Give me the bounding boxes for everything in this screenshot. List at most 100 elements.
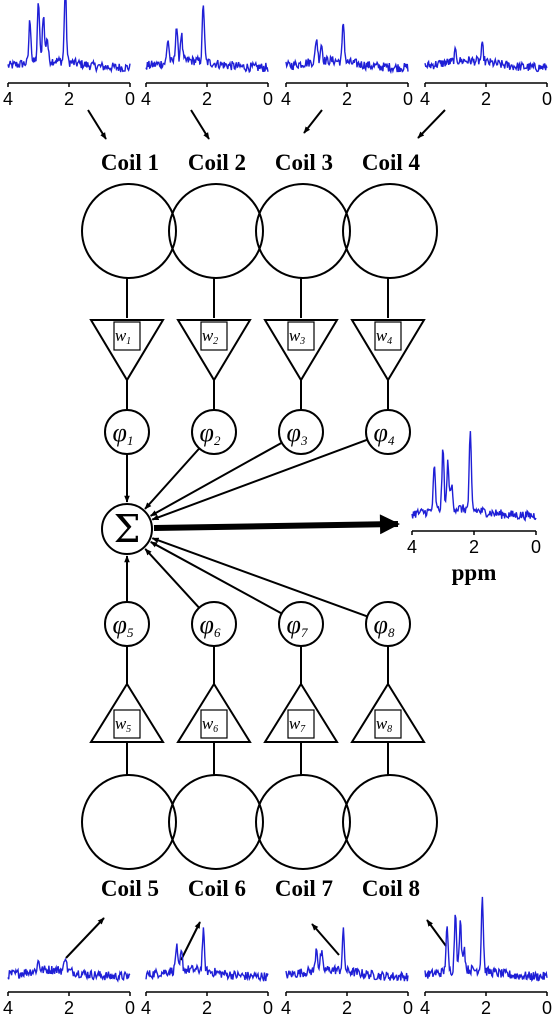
tick-label: 2 — [202, 89, 212, 109]
phase-node-2 — [191, 409, 237, 455]
output-axis-label: ppm — [452, 560, 497, 585]
coil-element-3 — [255, 183, 351, 279]
tick-label: 4 — [407, 537, 417, 557]
coil-element-5 — [81, 774, 177, 870]
connection-lines — [65, 109, 447, 961]
tick-label: 4 — [141, 998, 151, 1018]
diagram-nodes — [81, 183, 438, 870]
tick-label: 4 — [3, 998, 13, 1018]
tick-label: 4 — [420, 998, 430, 1018]
input-arrow-coil-4 — [417, 109, 446, 139]
spectrum-trace — [411, 431, 537, 522]
tick-label: 4 — [420, 89, 430, 109]
weight-label-6: w6 — [202, 714, 218, 735]
coil-element-6 — [168, 774, 264, 870]
coil-label-7: Coil 7 — [275, 876, 333, 901]
spectrum-trace — [285, 927, 409, 982]
input-arrow-coil-2 — [190, 109, 210, 140]
weight-box-7 — [287, 709, 315, 739]
tick-label: 2 — [342, 89, 352, 109]
phase-node-1 — [104, 409, 150, 455]
tick-label: 2 — [64, 89, 74, 109]
phase-node-5 — [104, 601, 150, 647]
coil-element-2 — [168, 183, 264, 279]
coil-element-4 — [342, 183, 438, 279]
phase-node-3 — [278, 409, 324, 455]
tick-label: 0 — [403, 998, 413, 1018]
phase-label-5: φ5 — [113, 610, 134, 640]
spectrum-combined: 4 2 0 — [407, 431, 541, 557]
weight-label-2: w2 — [202, 326, 218, 347]
coil-label-1: Coil 1 — [101, 150, 159, 175]
coil-label-4: Coil 4 — [362, 150, 421, 175]
tick-label: 2 — [481, 89, 491, 109]
weight-box-2 — [200, 321, 228, 351]
phase-label-4: φ4 — [374, 418, 395, 448]
tick-label: 0 — [531, 537, 541, 557]
weight-label-8: w8 — [376, 714, 392, 735]
tick-label: 0 — [542, 89, 552, 109]
phase-label-7: φ7 — [287, 610, 308, 640]
sum-symbol: Σ — [114, 507, 141, 551]
output-arrow — [153, 514, 400, 535]
weight-box-6 — [200, 709, 228, 739]
phase-label-8: φ8 — [374, 610, 395, 640]
coil-label-2: Coil 2 — [188, 150, 246, 175]
tick-label: 4 — [281, 998, 291, 1018]
phase-to-sum-arrow-3 — [149, 441, 283, 517]
phase-label-1: φ1 — [113, 418, 134, 448]
weight-box-1 — [113, 321, 141, 351]
input-arrow-coil-3 — [303, 109, 323, 134]
spectrum-trace — [7, 957, 131, 983]
spectrum-trace — [145, 5, 269, 74]
weight-box-4 — [374, 321, 402, 351]
tick-label: 0 — [263, 998, 273, 1018]
input-arrow-coil-5 — [65, 917, 105, 959]
coil-element-8 — [342, 774, 438, 870]
weight-box-3 — [287, 321, 315, 351]
spectrum-trace — [424, 41, 548, 73]
coil-label-6: Coil 6 — [188, 876, 246, 901]
phase-node-7 — [278, 601, 324, 647]
tick-label: 0 — [403, 89, 413, 109]
weight-label-4: w4 — [376, 326, 392, 347]
weight-label-7: w7 — [289, 714, 306, 735]
spectrum-coil-8: 4 2 0 — [420, 896, 552, 1018]
weight-box-8 — [374, 709, 402, 739]
input-arrow-coil-7 — [311, 923, 340, 956]
tick-label: 0 — [542, 998, 552, 1018]
tick-label: 2 — [64, 998, 74, 1018]
tick-label: 2 — [481, 998, 491, 1018]
phase-to-sum-arrow-6 — [144, 548, 200, 609]
coil-label-3: Coil 3 — [275, 150, 333, 175]
spectrum-coil-4: 4 2 0 — [420, 41, 552, 109]
spectrum-coil-5: 4 2 0 — [3, 957, 135, 1018]
tick-label: 2 — [469, 537, 479, 557]
weight-box-5 — [113, 709, 141, 739]
phase-to-sum-arrow-8 — [151, 537, 368, 618]
input-arrow-coil-6 — [180, 921, 201, 961]
spectrum-trace — [285, 23, 409, 75]
tick-label: 0 — [263, 89, 273, 109]
coil-label-8: Coil 8 — [362, 876, 420, 901]
input-arrow-coil-1 — [87, 109, 107, 140]
coil-label-5: Coil 5 — [101, 876, 159, 901]
weight-label-5: w5 — [115, 714, 131, 735]
tick-label: 0 — [125, 89, 135, 109]
phase-to-sum-arrow-7 — [150, 541, 283, 615]
spectrum-coil-1: 4 2 0 — [3, 0, 135, 109]
tick-label: 2 — [202, 998, 212, 1018]
phase-to-sum-arrow-4 — [151, 438, 368, 521]
phase-to-sum-arrow-2 — [144, 447, 201, 510]
phase-node-4 — [365, 409, 411, 455]
weight-label-1: w1 — [115, 326, 131, 347]
tick-label: 0 — [125, 998, 135, 1018]
phase-label-3: φ3 — [287, 418, 308, 448]
tick-label: 4 — [3, 89, 13, 109]
spectrum-coil-6: 4 2 0 — [141, 927, 273, 1018]
